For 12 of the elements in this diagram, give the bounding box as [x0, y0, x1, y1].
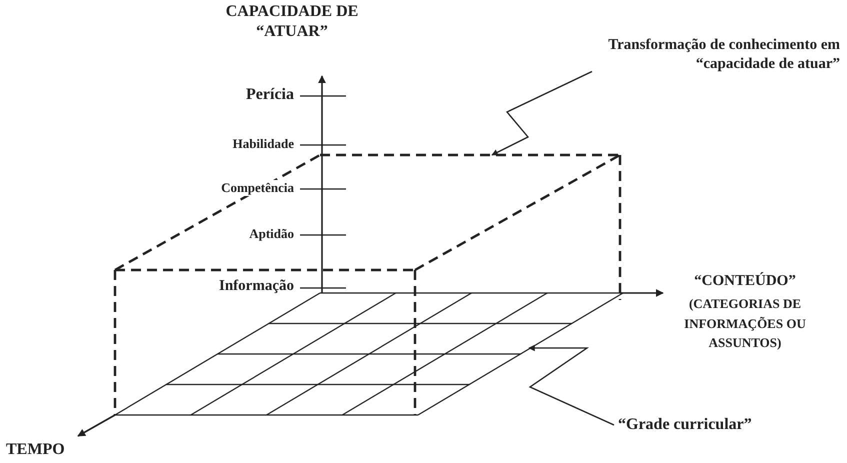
level-label: Aptidão — [247, 226, 296, 242]
annotation-text: Transformação de conhecimento em “capacidade de atuar” — [588, 36, 840, 74]
level-label: Informação — [217, 277, 296, 296]
axis-subtitle: (CATEGORIAS DE INFORMAÇÕES OU ASSUNTOS) — [683, 295, 807, 352]
axis-title: “CONTEÚDO” — [693, 272, 797, 291]
leader-line — [491, 70, 592, 156]
axis-title: TEMPO — [6, 440, 66, 460]
leader-line — [528, 344, 614, 426]
annotation-text: “Grade curricular” — [618, 415, 818, 435]
level-label: Competência — [219, 180, 296, 196]
dashed-prism — [114, 154, 622, 415]
axis-title: CAPACIDADE DE “ATUAR” — [224, 2, 360, 42]
